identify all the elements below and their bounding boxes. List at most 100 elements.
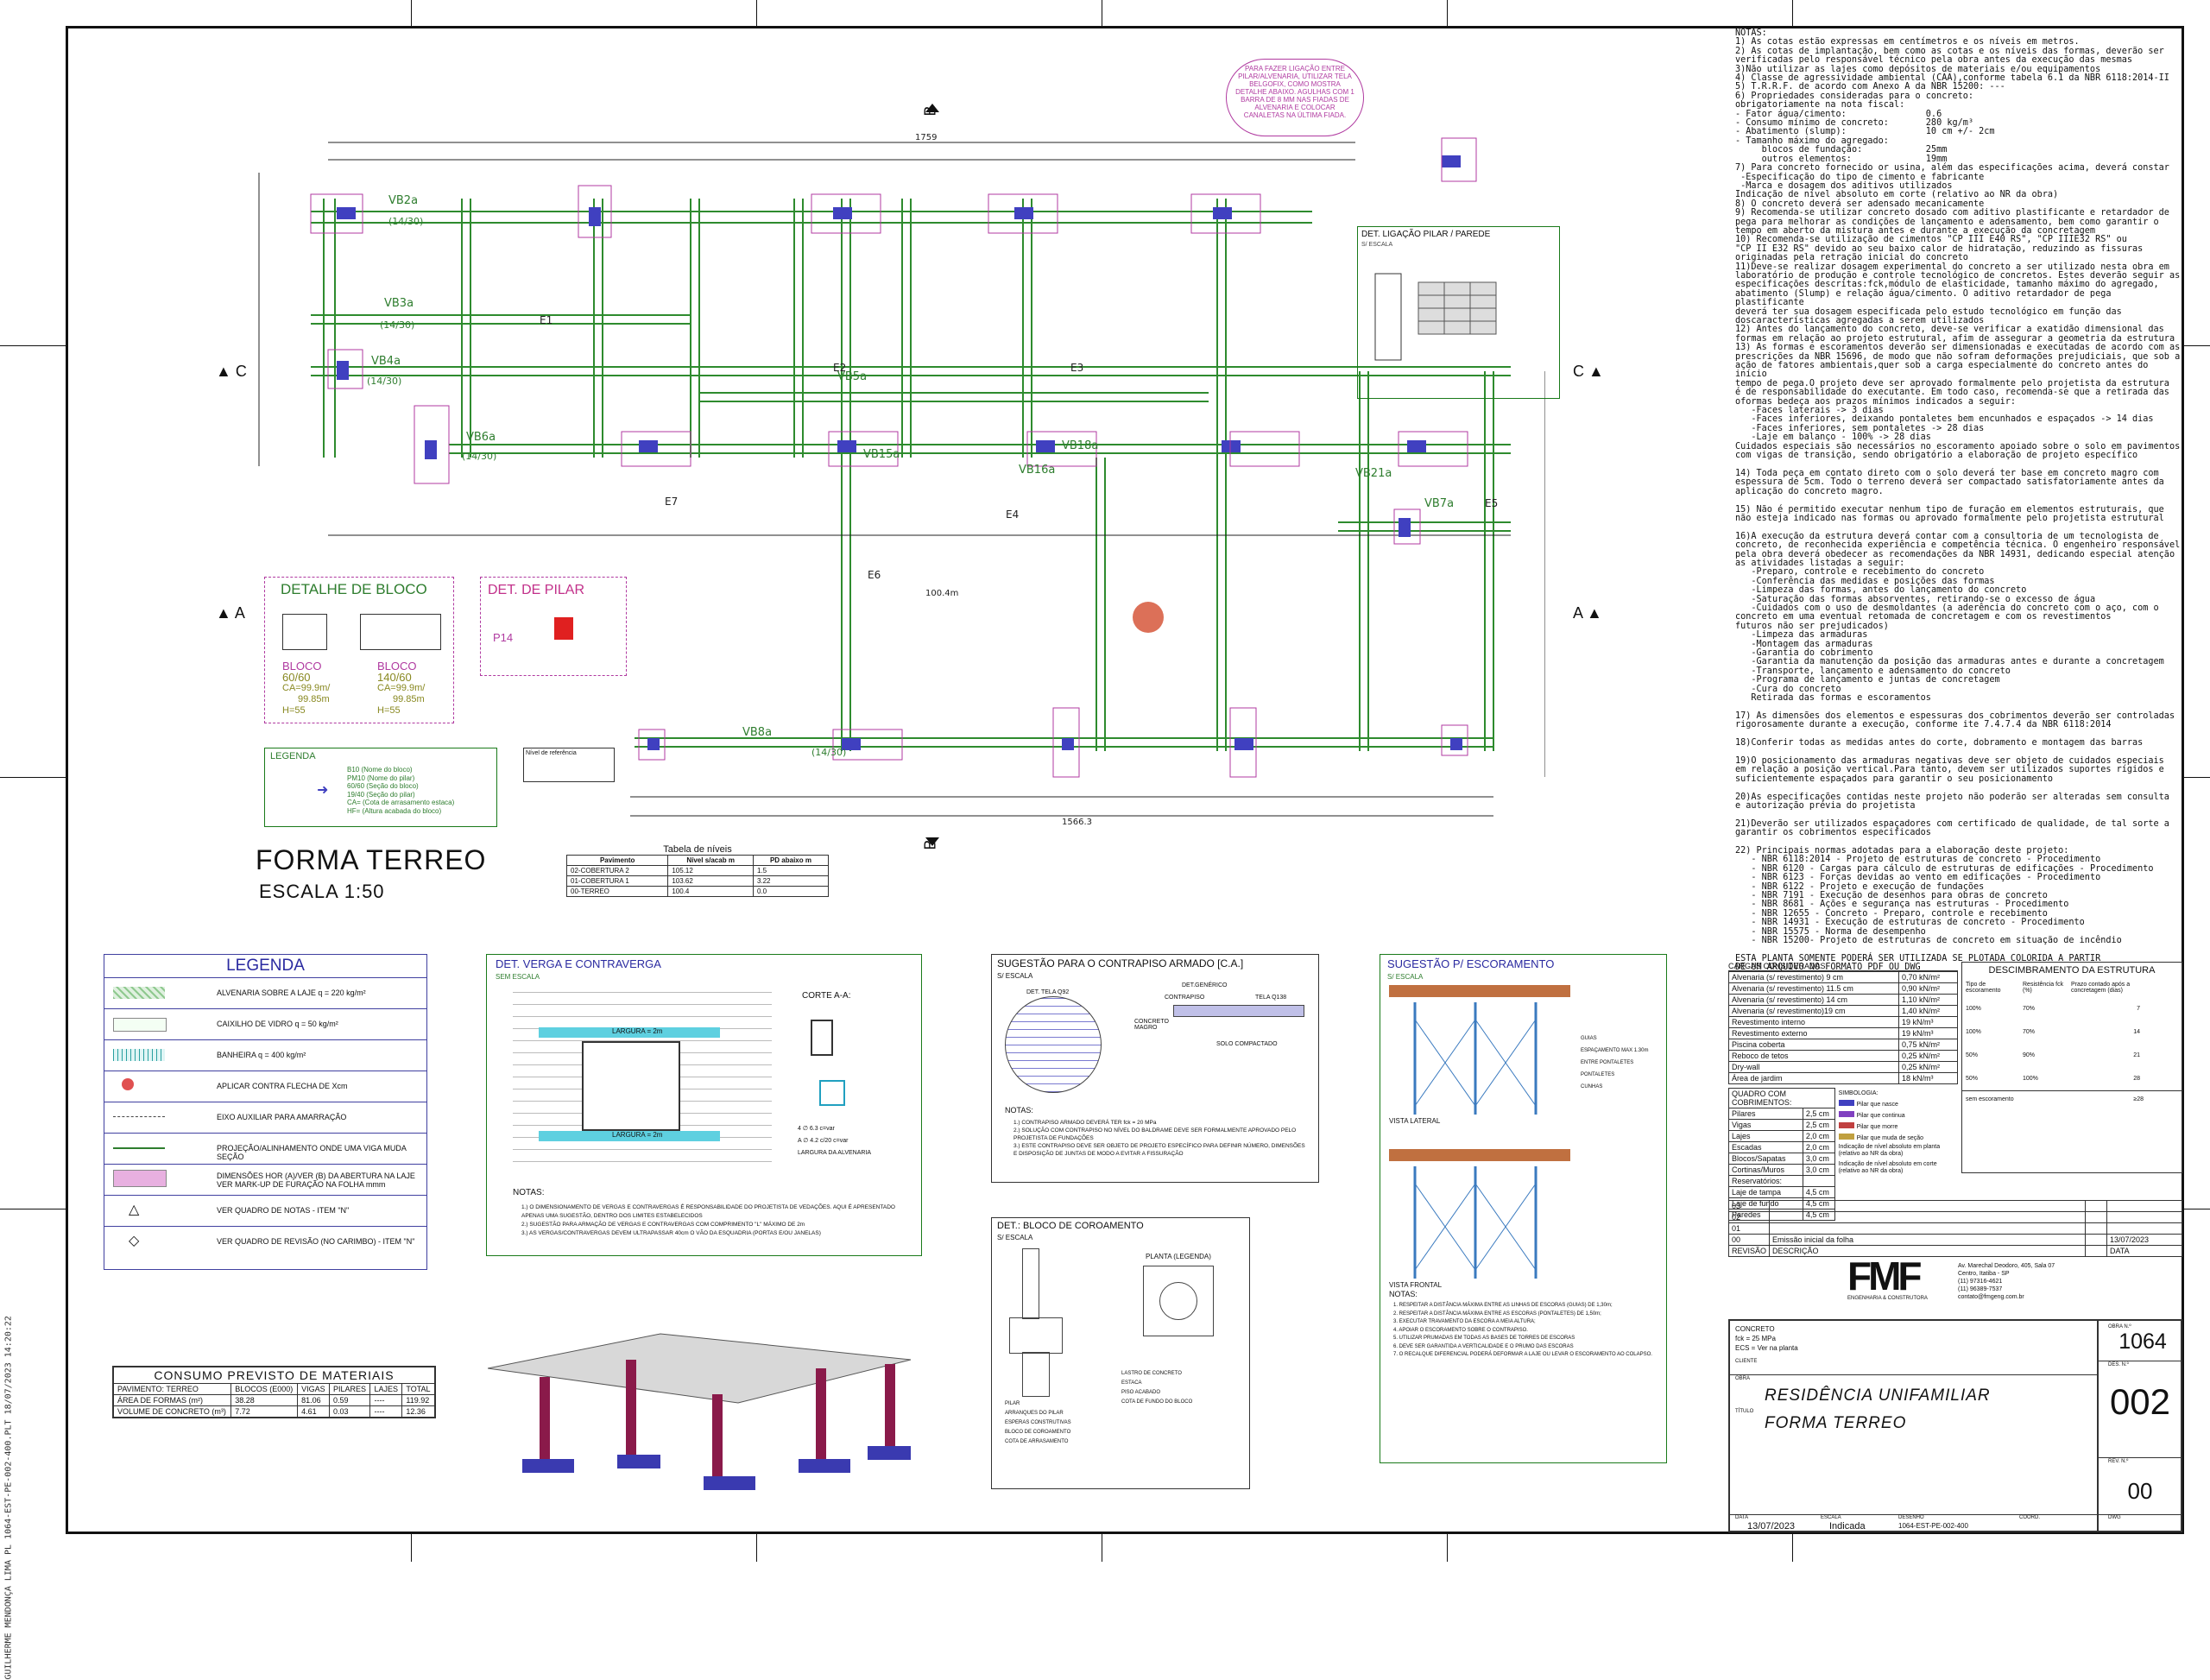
legend-item: DIMENSÕES HOR (A)/VER (B) DA ABERTURA NA…	[104, 1164, 426, 1196]
frame-tick	[0, 777, 66, 778]
level-marker: 100.4m	[925, 589, 958, 598]
svg-text:(14/30): (14/30)	[462, 451, 496, 462]
data-value: 13/07/2023	[1747, 1521, 1796, 1532]
frame-tick	[1447, 1534, 1448, 1562]
cargas-title: CARGAS CONSIDERADAS:	[1728, 962, 1958, 971]
beam-grid	[311, 199, 1511, 751]
contraverga-bar	[539, 1131, 720, 1141]
escala-label: ESCALA	[1821, 1515, 1841, 1520]
3d-model	[488, 1333, 912, 1490]
corte-label: CORTE A-A:	[802, 991, 851, 1001]
legend-item: CAIXILHO DE VIDRO q = 50 kg/m²	[104, 1008, 426, 1040]
vista-frontal-label: VISTA FRONTAL	[1389, 1281, 1443, 1289]
verga-sub: SEM ESCALA	[496, 973, 540, 981]
simbologia: SIMBOLOGIA: Pilar que nasce Pilar que co…	[1838, 1090, 1941, 1174]
svg-text:VB8a: VB8a	[742, 726, 772, 739]
floor-plan: VB2a (14/30) VB3a (14/30) VB4a (14/30) V…	[258, 104, 1545, 846]
svg-text:VB7a: VB7a	[1424, 497, 1454, 510]
coroamento-stake	[1022, 1352, 1050, 1397]
notes-block: NOTAS: 1) As cotas estão expressas em ce…	[1735, 28, 2181, 973]
svg-text:(14/30): (14/30)	[811, 747, 846, 758]
table-row: 03	[1727, 1200, 2182, 1212]
frame-tick	[756, 0, 757, 26]
escoramento-notas-title: NOTAS:	[1389, 1290, 1418, 1298]
company-logo: FMF ENGENHARIA & CONSTRUTORA	[1847, 1256, 1951, 1308]
bloco-coroamento-sub: S/ ESCALA	[997, 1234, 1033, 1241]
frame-tick	[0, 345, 66, 346]
window-opening	[582, 1041, 680, 1131]
contrapiso-notas-title: NOTAS:	[1005, 1106, 1033, 1115]
tabela-niveis-title: Tabela de níveis	[663, 844, 732, 855]
cliente-label: CLIENTE	[1735, 1359, 1758, 1364]
obra-name: RESIDÊNCIA UNIFAMILIAR	[1765, 1386, 1991, 1405]
slab-section	[1173, 1005, 1304, 1017]
svg-text:E5: E5	[1485, 497, 1498, 509]
rev-label: REV. N.º	[2108, 1459, 2129, 1464]
svg-text:E4: E4	[1006, 508, 1019, 521]
table-row: 02	[1727, 1211, 2182, 1223]
section-markers	[925, 104, 939, 846]
frame-tick	[756, 1534, 757, 1562]
svg-text:E2: E2	[833, 362, 846, 374]
contrapiso-sub: S/ ESCALA	[997, 972, 1033, 980]
desenho-label: DESENHO	[1898, 1515, 1924, 1520]
frame-tick	[411, 1534, 412, 1562]
svg-text:E7: E7	[665, 496, 678, 508]
svg-text:(14/30): (14/30)	[388, 216, 423, 227]
contrapiso-notas: 1.) CONTRAPISO ARMADO DEVERÁ TER fck = 2…	[1013, 1120, 1305, 1157]
cargas-panel: CARGAS CONSIDERADAS: Alvenaria (s/ reves…	[1727, 962, 1958, 1221]
section-a-left: ▲ A	[216, 604, 245, 622]
coord-label: COORD.	[2019, 1515, 2040, 1520]
table-row: 01	[1727, 1222, 2182, 1235]
tela-detail	[1005, 996, 1102, 1093]
vista-lateral-label: VISTA LATERAL	[1389, 1117, 1441, 1125]
bloco-60-drawing	[282, 614, 327, 650]
escoramento-title: SUGESTÃO P/ ESCORAMENTO	[1387, 957, 1555, 970]
escoramento-drawing	[1389, 985, 1570, 1279]
concreto-label: CONCRETO MAGRO	[1134, 1019, 1169, 1031]
legend-item: EIXO AUXILIAR PARA AMARRAÇÃO	[104, 1102, 426, 1134]
det-generico-label: DET.GENÉRICO	[1182, 982, 1228, 988]
frame-tick	[1447, 0, 1448, 26]
svg-text:E3: E3	[1070, 362, 1083, 374]
company-name: ENGENHARIA & CONSTRUTORA	[1847, 1296, 1928, 1301]
corte-section	[811, 1020, 833, 1056]
svg-text:VB5a: VB5a	[837, 370, 867, 383]
contrapiso-label: CONTRAPISO	[1165, 995, 1205, 1001]
table-row: sem escoramento≥28	[1962, 1090, 2182, 1108]
ligacao-illustration	[1374, 273, 1497, 361]
legend-item: BANHEIRA q = 400 kg/m²	[104, 1039, 426, 1071]
dwg-label: DWG	[2108, 1515, 2121, 1520]
stake-labels: E1 E2 E3 E4 E5 E6 E7	[540, 314, 1498, 581]
pillar-outlines	[310, 137, 1477, 778]
det-ligacao-title: DET. LIGAÇÃO PILAR / PAREDE	[1361, 230, 1491, 239]
frame-tick	[1792, 1534, 1793, 1562]
table-row: 100%70%7	[1966, 1006, 2140, 1012]
detalhe-bloco-title: DETALHE DE BLOCO	[281, 581, 427, 597]
planta-label: PLANTA (LEGENDA)	[1146, 1253, 1211, 1260]
page-scale: ESCALA 1:50	[259, 881, 385, 902]
consumo-title: CONSUMO PREVISTO DE MATERIAIS	[112, 1366, 436, 1384]
plot-stamp: GUILHERME MENDONÇA LIMA PL 1064-EST-PE-0…	[3, 1316, 14, 1680]
diamond-icon: ◇	[129, 1234, 140, 1248]
frame-tick	[411, 0, 412, 26]
verga-panel: DET. VERGA E CONTRAVERGA SEM ESCALA LARG…	[486, 954, 922, 1256]
legenda-small-title: LEGENDA	[270, 751, 316, 761]
